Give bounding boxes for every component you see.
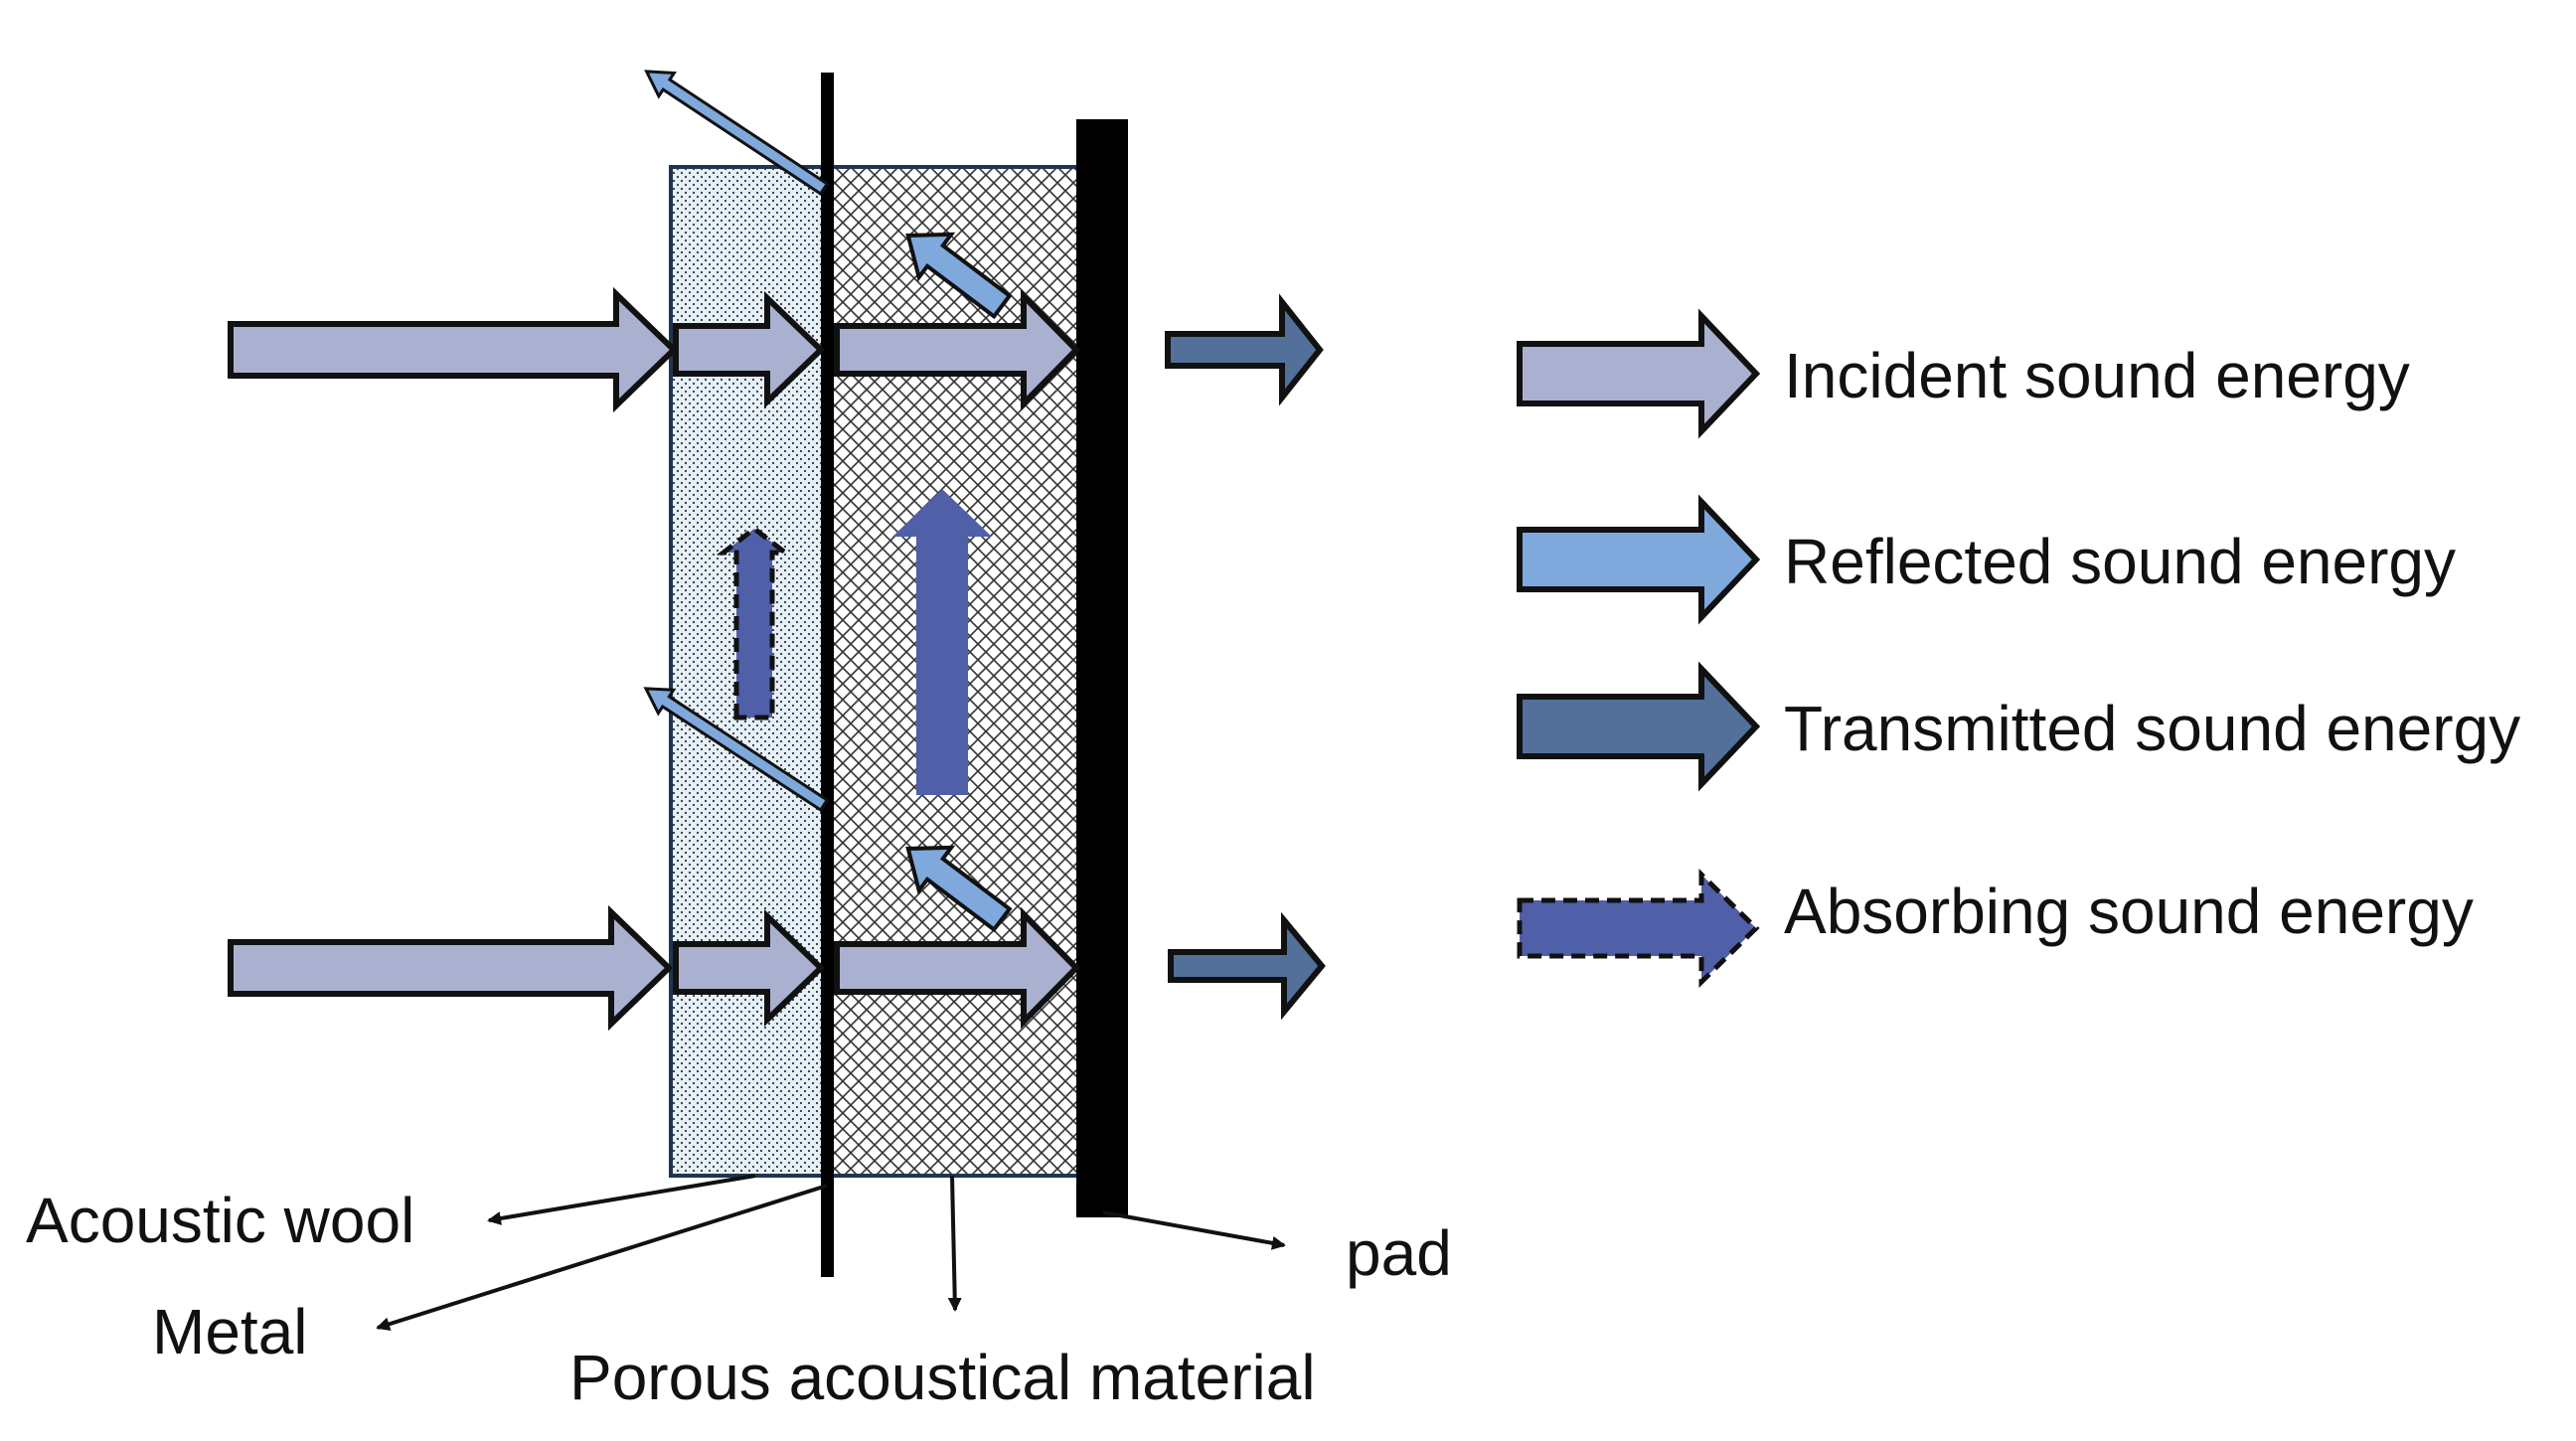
reflected-arrow: [644, 70, 830, 197]
label-pad: pad: [1346, 1217, 1452, 1289]
metal-layer: [821, 73, 834, 1277]
legend-transmitted-label: Transmitted sound energy: [1784, 693, 2520, 764]
leader-line-pad: [1102, 1210, 1286, 1250]
absorbing-arrow: [716, 525, 793, 720]
label-metal: Metal: [152, 1296, 308, 1367]
legend-incident-label: Incident sound energy: [1784, 340, 2410, 411]
legend-reflected-label: Reflected sound energy: [1784, 526, 2456, 597]
incident-arrow: [673, 290, 826, 409]
transmitted-arrow: [1165, 293, 1324, 406]
legend-incident-icon: [1517, 308, 1761, 439]
pad-layer: [1076, 119, 1128, 1217]
reflected-arrow: [905, 232, 1013, 320]
transmitted-arrow: [1168, 911, 1326, 1021]
reflected-arrow: [905, 845, 1013, 933]
incident-arrow: [834, 288, 1081, 411]
incident-arrow: [673, 908, 826, 1028]
incident-arrow: [834, 906, 1081, 1030]
legend-absorbing-icon: [1517, 869, 1760, 988]
incident-arrow: [228, 286, 679, 413]
absorbing-arrow: [892, 489, 992, 795]
legend-reflected-icon: [1517, 494, 1761, 625]
leader-line-porous: [947, 1175, 962, 1312]
leader-line-wool: [487, 1174, 756, 1225]
reflected-arrow: [643, 687, 830, 813]
label-porous-material: Porous acoustical material: [569, 1342, 1316, 1413]
label-acoustic-wool: Acoustic wool: [26, 1185, 414, 1256]
legend-transmitted-icon: [1517, 661, 1761, 792]
legend: Incident sound energy Reflected sound en…: [1517, 308, 2520, 988]
legend-absorbing-label: Absorbing sound energy: [1784, 876, 2474, 947]
incident-arrow: [228, 904, 674, 1032]
leader-line-metal: [376, 1184, 828, 1332]
